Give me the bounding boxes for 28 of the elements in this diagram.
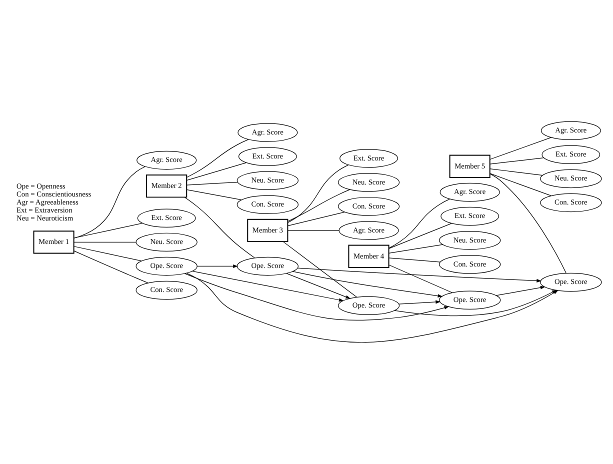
connector [388,258,441,262]
connector [490,168,543,176]
connector [74,222,143,238]
connector [388,244,444,254]
connector [388,198,450,249]
connector [282,241,358,298]
arrow [196,264,238,268]
arrow [286,273,351,299]
connector [490,157,544,164]
arrow [192,270,344,302]
connector [184,196,255,258]
arrow [292,271,443,298]
connector [74,246,142,262]
connector [490,137,552,160]
connector [490,174,566,274]
connector [287,230,340,231]
connector [74,166,146,239]
connector [287,164,349,223]
connector [186,162,247,181]
arrow [496,286,546,296]
arrow [184,273,450,321]
arrow [394,290,557,316]
connector [287,212,345,226]
connector [388,264,452,293]
connector [186,189,242,200]
arrow [297,268,542,282]
arrow [398,300,441,304]
connector [186,182,238,186]
